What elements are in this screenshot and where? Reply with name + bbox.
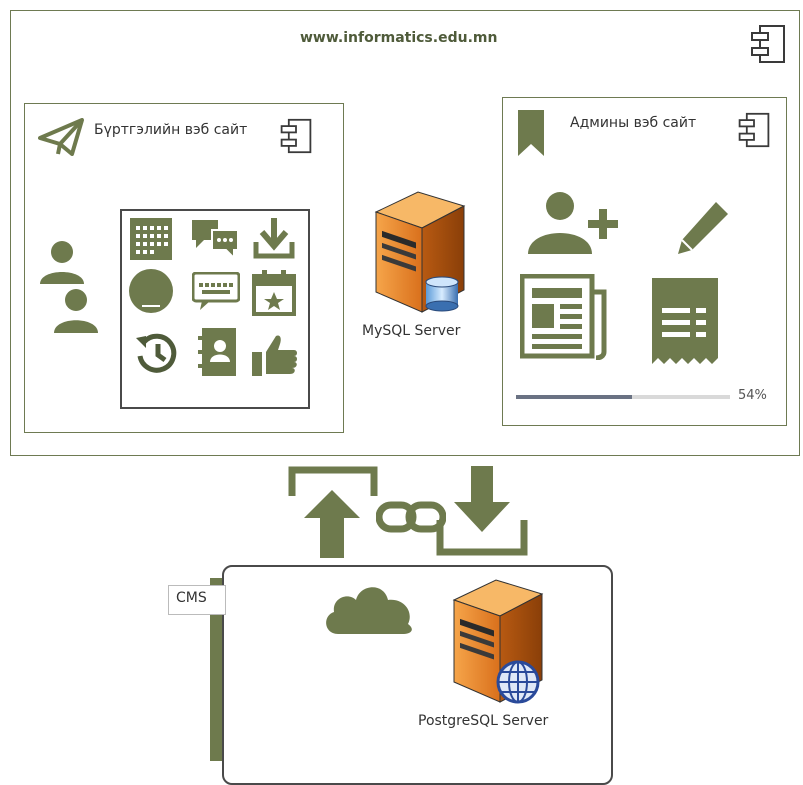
postgresql-server-label: PostgreSQL Server bbox=[418, 713, 549, 729]
receipt-icon bbox=[652, 278, 718, 364]
cms-label-bg bbox=[168, 585, 226, 615]
progress-bar bbox=[516, 395, 730, 399]
add-user-icon bbox=[528, 190, 620, 256]
cloud-icon bbox=[322, 578, 416, 636]
component-icon bbox=[736, 110, 772, 150]
history-icon bbox=[134, 330, 180, 376]
calendar-grid-icon bbox=[130, 218, 172, 260]
pencil-icon bbox=[674, 198, 732, 256]
download-arrow-icon bbox=[436, 466, 528, 558]
mysql-server-icon bbox=[368, 186, 476, 316]
user-circle-icon bbox=[128, 268, 174, 314]
site-title: www.informatics.edu.mn bbox=[300, 30, 498, 46]
paper-plane-icon bbox=[38, 118, 84, 156]
keyboard-message-icon bbox=[192, 272, 240, 312]
cms-label: CMS bbox=[176, 590, 207, 606]
registration-site-title: Бүртгэлийн вэб сайт bbox=[94, 122, 248, 138]
progress-label: 54% bbox=[738, 388, 767, 403]
admin-site-title: Админы вэб сайт bbox=[570, 115, 697, 131]
component-icon bbox=[748, 22, 788, 66]
component-icon bbox=[278, 116, 314, 156]
calendar-star-icon bbox=[252, 270, 296, 316]
upload-arrow-icon bbox=[288, 466, 378, 558]
progress-bar-fill bbox=[516, 395, 632, 399]
mysql-server-label: MySQL Server bbox=[362, 323, 461, 339]
newspaper-icon bbox=[520, 274, 608, 360]
contact-book-icon bbox=[198, 328, 238, 376]
thumbs-up-icon bbox=[252, 334, 298, 376]
link-icon bbox=[376, 500, 446, 534]
admin-site-box bbox=[502, 97, 787, 426]
postgresql-server-icon bbox=[446, 574, 550, 710]
users-icon bbox=[38, 238, 104, 338]
cms-box bbox=[222, 565, 613, 785]
download-icon bbox=[252, 216, 296, 260]
chat-icon bbox=[192, 218, 240, 258]
bookmark-icon bbox=[518, 110, 544, 156]
